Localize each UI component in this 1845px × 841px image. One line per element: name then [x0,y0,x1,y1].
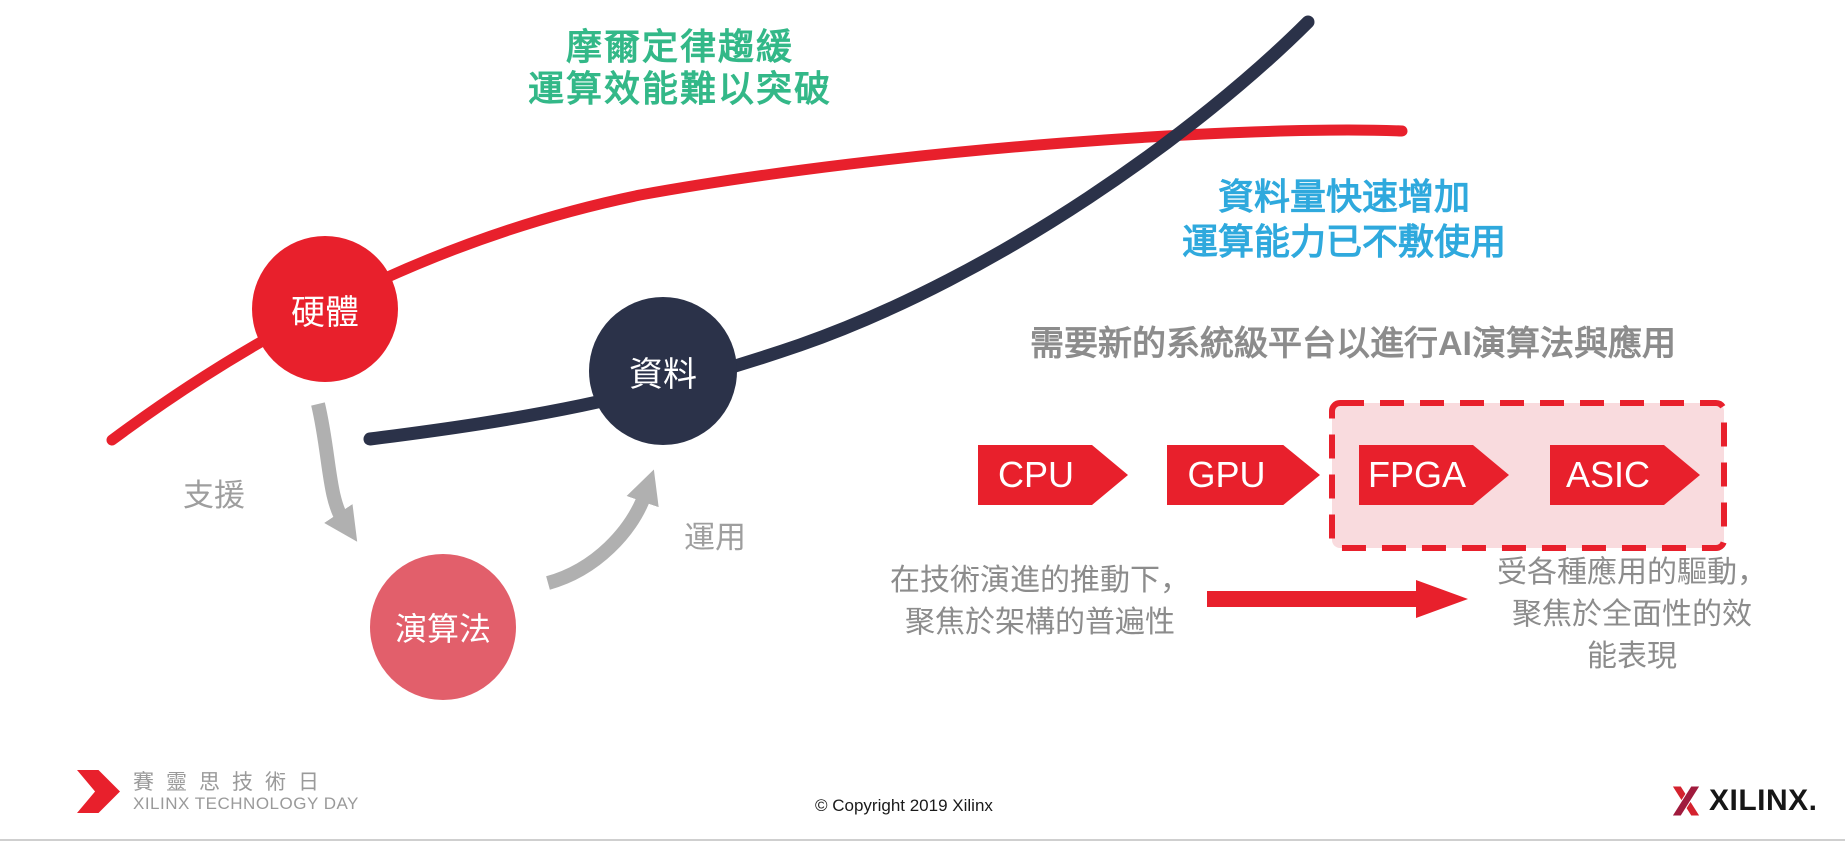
support-label: 支援 [183,478,245,513]
title-moores-law: 摩爾定律趨緩 運算效能難以突破 [430,26,930,111]
note-right-line-3: 能表現 [1587,640,1677,673]
callout-line-1: 資料量快速增加 [1217,176,1470,217]
title-line-2: 運算效能難以突破 [527,68,832,110]
flow-arrow-icon [1207,580,1468,618]
callout-line-2: 運算能力已不敷使用 [1181,221,1506,262]
note-left: 在技術演進的推動下， 聚焦於架構的普遍性 [860,560,1220,644]
brand-name-en: XILINX TECHNOLOGY DAY [133,794,359,813]
xilinx-x-icon [1671,785,1701,817]
node-hardware: 硬體 [252,236,398,382]
brand-chevron-icon [77,770,120,813]
chip-asic: ASIC [1550,445,1700,505]
use-arrow-icon [545,469,659,590]
platform-headline: 需要新的系統級平台以進行AI演算法與應用 [1030,325,1676,363]
title-line-1: 摩爾定律趨緩 [565,26,794,67]
xilinx-logo-text: XILINX. [1709,784,1818,817]
brand-name-cjk: 賽靈思技術日 [133,771,331,794]
chip-gpu: GPU [1167,445,1320,505]
xilinx-logo: XILINX. [1671,784,1818,818]
support-arrow-icon [311,402,358,542]
copyright-text: © Copyright 2019 Xilinx [815,796,993,815]
note-left-line-2: 聚焦於架構的普遍性 [905,606,1175,639]
note-left-line-1: 在技術演進的推動下， [890,564,1190,597]
note-right-line-1: 受各種應用的驅動， [1497,556,1767,589]
chip-cpu: CPU [978,445,1128,505]
node-data: 資料 [589,297,737,445]
note-right-line-2: 聚焦於全面性的效 [1512,598,1752,631]
callout-data-growth: 資料量快速增加 運算能力已不敷使用 [1124,174,1564,264]
node-algorithm: 演算法 [370,554,516,700]
note-right: 受各種應用的驅動， 聚焦於全面性的效 能表現 [1472,552,1792,678]
chip-fpga: FPGA [1359,445,1509,505]
use-label: 運用 [684,520,746,555]
